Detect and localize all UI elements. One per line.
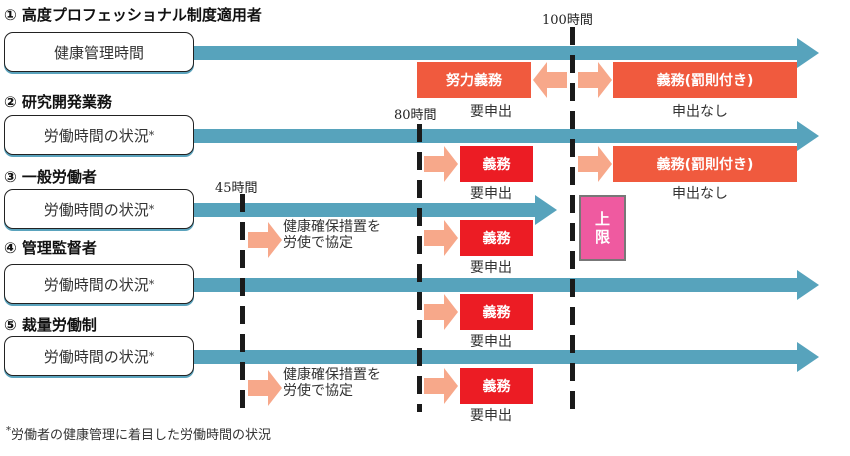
agreement-note: 健康確保措置を 労使で協定 xyxy=(283,219,381,251)
duty-box: 義務 xyxy=(460,368,533,404)
section-title-2: ② 研究開発業務 xyxy=(4,93,112,111)
pill-health-management-time: 健康管理時間 xyxy=(4,32,194,72)
note-no-request: 申出なし xyxy=(672,104,728,120)
effort-duty-box: 努力義務 xyxy=(417,62,531,98)
arrow-right-icon xyxy=(424,368,458,404)
pill-working-time-status: 労働時間の状況* xyxy=(4,115,194,155)
arrow-left-icon xyxy=(533,62,567,98)
agreement-line: 労使で協定 xyxy=(283,383,353,399)
threshold-line-80h xyxy=(417,124,422,412)
limit-label: 上 xyxy=(594,210,610,228)
threshold-line-100h xyxy=(570,27,575,412)
duty-penalty-box: 義務(罰則付き) xyxy=(613,62,797,98)
limit-label: 限 xyxy=(594,228,610,246)
arrow-right-icon xyxy=(578,146,612,182)
footnote: *労働者の健康管理に着目した労働時間の状況 xyxy=(6,424,271,443)
arrowhead-icon xyxy=(535,195,557,225)
pill-label: 健康管理時間 xyxy=(53,43,144,62)
arrowhead-icon xyxy=(797,270,819,300)
note-request-required: 要申出 xyxy=(470,104,512,120)
note-request-required: 要申出 xyxy=(470,408,512,424)
threshold-label-80h: 80時間 xyxy=(394,108,437,123)
threshold-label-100h: 100時間 xyxy=(542,13,593,28)
note-request-required: 要申出 xyxy=(470,334,512,350)
timeline-bar-2 xyxy=(190,129,800,143)
section-title-4: ④ 管理監督者 xyxy=(4,239,97,257)
agreement-line: 健康確保措置を xyxy=(283,367,381,383)
note-request-required: 要申出 xyxy=(470,260,512,276)
section-title-5: ⑤ 裁量労働制 xyxy=(4,316,97,334)
limit-box: 上 限 xyxy=(579,195,626,261)
arrow-right-icon xyxy=(248,222,282,258)
asterisk: * xyxy=(148,202,155,216)
agreement-line: 労使で協定 xyxy=(283,235,353,251)
pill-label: 労働時間の状況 xyxy=(43,347,149,366)
section-title-3: ③ 一般労働者 xyxy=(4,168,97,186)
pill-working-time-status: 労働時間の状況* xyxy=(4,336,194,376)
pill-working-time-status: 労働時間の状況* xyxy=(4,189,194,229)
asterisk: * xyxy=(148,277,155,291)
note-request-required: 要申出 xyxy=(470,186,512,202)
section-title-1: ① 高度プロフェッショナル制度適用者 xyxy=(4,6,262,24)
pill-label: 労働時間の状況 xyxy=(43,126,149,145)
asterisk: * xyxy=(148,128,155,142)
arrow-right-icon xyxy=(424,146,458,182)
arrow-right-icon xyxy=(248,370,282,406)
duty-box: 義務 xyxy=(460,220,533,256)
pill-label: 労働時間の状況 xyxy=(43,275,149,294)
pill-label: 労働時間の状況 xyxy=(43,200,149,219)
duty-box: 義務 xyxy=(460,146,533,182)
arrowhead-icon xyxy=(797,121,819,151)
threshold-line-45h xyxy=(240,194,245,412)
arrowhead-icon xyxy=(797,38,819,68)
timeline-bar-5 xyxy=(190,350,800,364)
threshold-label-45h: 45時間 xyxy=(215,181,258,196)
arrow-right-icon xyxy=(424,294,458,330)
duty-penalty-box: 義務(罰則付き) xyxy=(613,146,797,182)
timeline-bar-3 xyxy=(190,203,537,217)
timeline-bar-4 xyxy=(190,278,800,292)
pill-working-time-status: 労働時間の状況* xyxy=(4,264,194,304)
arrow-right-icon xyxy=(424,220,458,256)
arrowhead-icon xyxy=(797,342,819,372)
timeline-bar-1 xyxy=(190,46,800,60)
arrow-right-icon xyxy=(578,62,612,98)
footnote-mark: * xyxy=(6,425,11,437)
footnote-text: 労働者の健康管理に着目した労働時間の状況 xyxy=(11,428,272,443)
duty-box: 義務 xyxy=(460,294,533,330)
agreement-note: 健康確保措置を 労使で協定 xyxy=(283,367,381,399)
agreement-line: 健康確保措置を xyxy=(283,219,381,235)
note-no-request: 申出なし xyxy=(672,186,728,202)
asterisk: * xyxy=(148,349,155,363)
